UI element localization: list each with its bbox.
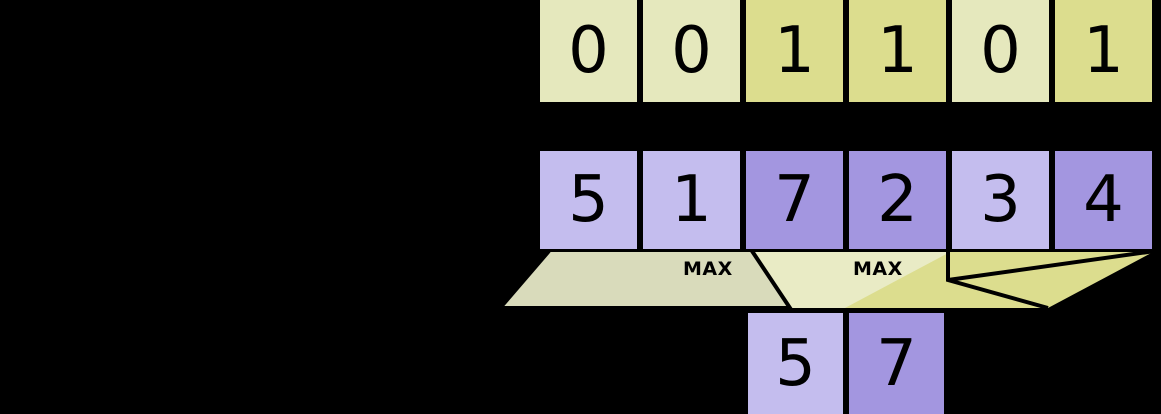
output-cell: 5 (745, 310, 846, 414)
mask-cell: 0 (537, 0, 640, 105)
value-cell: 2 (846, 148, 949, 252)
values-row: 5 1 7 2 3 4 (537, 148, 1155, 252)
mask-cell: 1 (743, 0, 846, 105)
value-cell: 3 (949, 148, 1052, 252)
value-cell: 4 (1052, 148, 1155, 252)
funnel-outline-right (946, 251, 1049, 310)
value-cell: 1 (640, 148, 743, 252)
max-operation-label: MAX (853, 258, 903, 280)
max-funnel-dark (752, 251, 1155, 308)
mask-cell: 0 (640, 0, 743, 105)
output-row: 5 7 (745, 310, 947, 414)
mask-cell: 1 (1052, 0, 1155, 105)
mask-cell: 1 (846, 0, 949, 105)
value-cell: 5 (537, 148, 640, 252)
binary-mask-row: 0 0 1 1 0 1 (537, 0, 1155, 105)
mask-cell: 0 (949, 0, 1052, 105)
max-operation-label: MAX (683, 258, 733, 280)
funnel-outline-left (495, 249, 794, 310)
output-cell: 7 (846, 310, 947, 414)
funnel-outline-right-top (947, 249, 1156, 282)
value-cell: 7 (743, 148, 846, 252)
